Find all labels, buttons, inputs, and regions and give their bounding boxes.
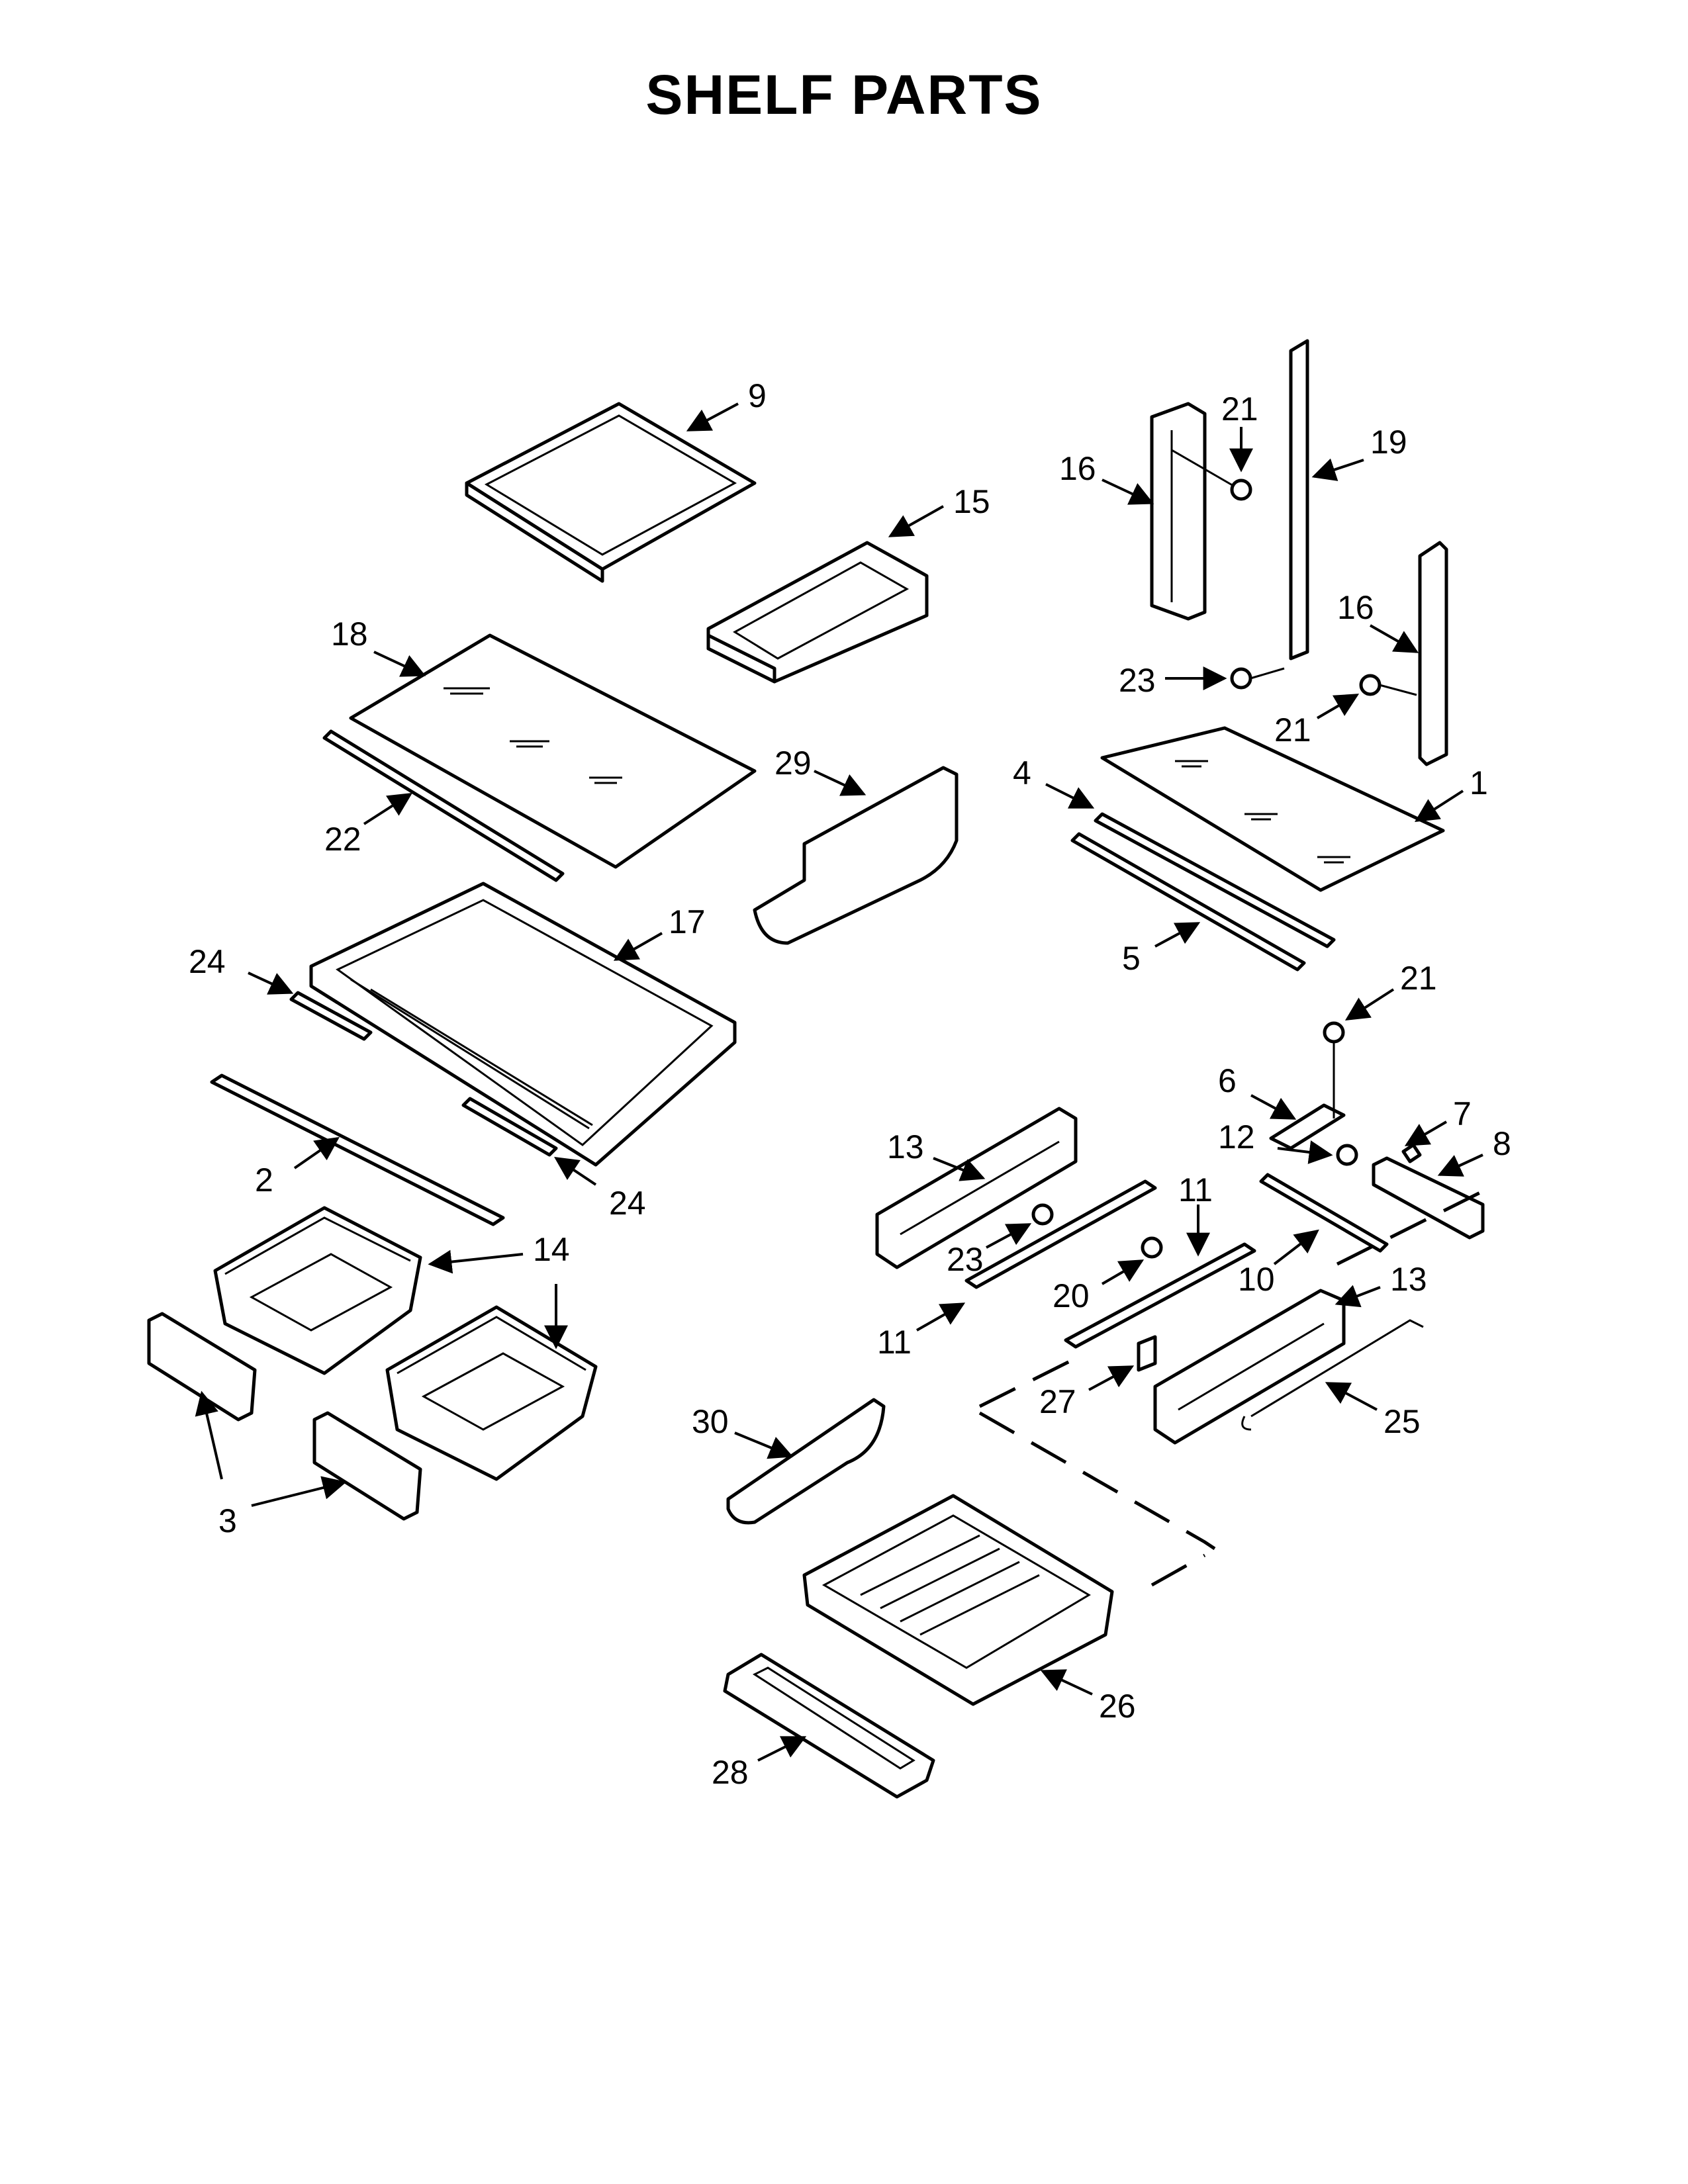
- part-17-shelf-frame: [309, 882, 737, 1167]
- callout-19: 19: [1370, 424, 1407, 461]
- callout-21b: 21: [1274, 711, 1311, 749]
- callout-24b: 24: [609, 1185, 646, 1222]
- callout-10: 10: [1238, 1261, 1275, 1298]
- part-3-handle-left: [147, 1312, 257, 1422]
- part-3-handle-right: [312, 1411, 422, 1521]
- callout-30: 30: [692, 1403, 729, 1440]
- callout-7: 7: [1453, 1095, 1472, 1132]
- callout-28: 28: [712, 1754, 749, 1791]
- part-13-side-bracket-left: [875, 1107, 1078, 1269]
- callout-26: 26: [1099, 1688, 1136, 1725]
- callout-16a: 16: [1059, 450, 1096, 487]
- part-24-bracket-lower: [461, 1097, 558, 1157]
- callout-13a: 13: [887, 1128, 924, 1165]
- part-2-front-trim: [210, 1073, 505, 1226]
- part-11-slide-rail-upper: [964, 1179, 1157, 1289]
- callout-17: 17: [669, 903, 706, 940]
- part-5-trim-strip: [1070, 832, 1306, 972]
- part-27-clip: [1137, 1335, 1157, 1372]
- callout-27: 27: [1039, 1383, 1076, 1420]
- part-23-screw-a: [1230, 667, 1285, 690]
- page-title: SHELF PARTS: [645, 64, 1043, 126]
- part-28-drawer-front: [723, 1653, 935, 1799]
- part-26-drawer: [802, 1494, 1114, 1706]
- callout-25: 25: [1383, 1403, 1421, 1440]
- part-25-wire-rail: [1241, 1319, 1424, 1431]
- part-1-glass-shelf: [1100, 726, 1445, 892]
- part-12-screw: [1336, 1144, 1358, 1166]
- callout-2: 2: [255, 1161, 273, 1199]
- callout-9: 9: [748, 377, 767, 414]
- part-16-pilaster-lower: [1418, 541, 1448, 766]
- part-14-crisper-right: [385, 1305, 598, 1481]
- part-11-slide-rail-lower: [1064, 1242, 1256, 1349]
- part-7-clip: [1401, 1143, 1422, 1163]
- callout-5: 5: [1122, 940, 1141, 977]
- part-24-bracket-upper: [289, 991, 373, 1041]
- callout-23a: 23: [1119, 662, 1156, 699]
- part-6-bracket: [1269, 1021, 1346, 1150]
- assembly-dashed-lines: [978, 1189, 1484, 1587]
- callout-29: 29: [774, 745, 812, 782]
- callout-21a: 21: [1221, 390, 1258, 428]
- callout-3: 3: [218, 1502, 237, 1539]
- callout-24a: 24: [189, 943, 226, 980]
- leader-lines: [195, 402, 1483, 1762]
- part-21-screw-a: [1171, 449, 1252, 501]
- callout-4: 4: [1013, 754, 1031, 792]
- part-10-slide-rail: [1259, 1173, 1389, 1253]
- part-29-curved-divider: [753, 766, 959, 945]
- part-21-screw-b: [1359, 674, 1417, 696]
- callout-16b: 16: [1337, 589, 1374, 626]
- callout-23b: 23: [947, 1241, 984, 1278]
- part-13-side-bracket-right: [1153, 1289, 1346, 1445]
- part-18-glass-shelf: [349, 633, 757, 869]
- part-23-screw-b: [1031, 1203, 1054, 1226]
- part-20-screw: [1141, 1236, 1163, 1259]
- callout-22: 22: [324, 821, 361, 858]
- part-19-vertical-rail: [1289, 339, 1309, 660]
- part-15-mini-shelf: [706, 541, 929, 684]
- part-22-trim-strip: [322, 729, 565, 882]
- callout-11b: 11: [877, 1324, 912, 1361]
- callout-14a: 14: [533, 1231, 570, 1268]
- callout-6: 6: [1218, 1062, 1237, 1099]
- callout-18: 18: [331, 615, 368, 653]
- callout-15: 15: [953, 483, 990, 520]
- part-30-curved-trim: [726, 1398, 886, 1525]
- part-14-crisper-left: [213, 1206, 422, 1375]
- callout-1: 1: [1470, 764, 1488, 801]
- callout-13b: 13: [1390, 1261, 1427, 1298]
- callout-8: 8: [1493, 1125, 1511, 1162]
- callout-21c: 21: [1400, 960, 1437, 997]
- callout-labels: 9 15 18 22 29 17 24 24 2 14 14 3 21 19 1…: [189, 377, 1511, 1791]
- callout-11a: 11: [1178, 1171, 1213, 1208]
- part-4-trim-strip: [1094, 812, 1336, 948]
- part-16-pilaster-upper: [1150, 402, 1207, 621]
- callout-12: 12: [1218, 1118, 1255, 1156]
- callout-20: 20: [1053, 1277, 1090, 1314]
- part-8-slide-rail: [1372, 1156, 1485, 1240]
- part-9-shelf-frame: [465, 402, 757, 583]
